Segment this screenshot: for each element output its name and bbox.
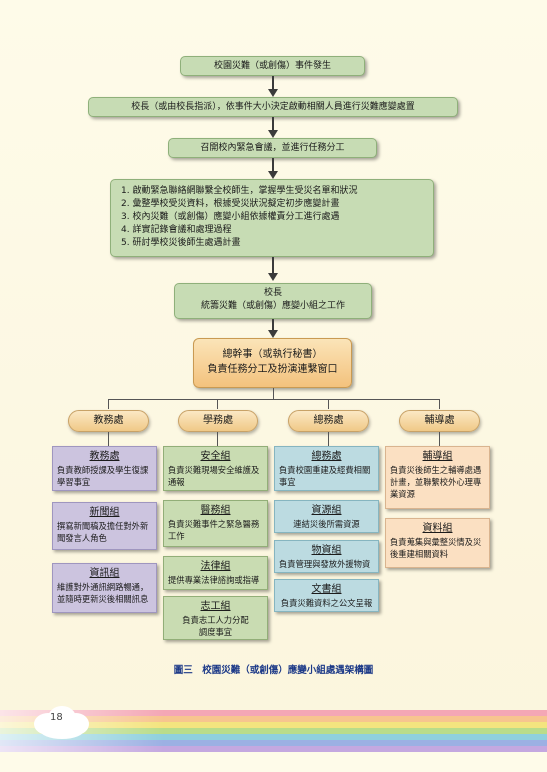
dept-counseling: 輔導處	[399, 410, 480, 432]
flow-step-principal-coordination: 校長 統籌災難（或創傷）應變小組之工作	[174, 283, 372, 319]
group-title: 志工組	[200, 601, 231, 612]
group-desc: 負責災後師生之輔導處遇計畫，並聯繫校外心理專業資源	[390, 465, 482, 499]
group-medical: 醫務組 負責災難事件之緊急醫務工作	[163, 500, 268, 547]
group-safety: 安全組 負責災難現場安全維護及通報	[163, 446, 268, 491]
arrow-line-3	[272, 158, 274, 172]
group-title: 資訊組	[89, 568, 120, 579]
general-secretary-title: 總幹事（或執行秘書）	[222, 349, 323, 360]
general-secretary-box: 總幹事（或執行秘書） 負責任務分工及扮演連繫窗口	[193, 338, 352, 388]
rainbow-footer	[0, 706, 547, 772]
group-data: 資料組 負責蒐集與彙整災情及災後重建相關資料	[385, 518, 490, 568]
group-title: 資料組	[422, 523, 453, 534]
arrow-head-1	[268, 89, 278, 97]
action-item-3: 3. 校內災難（或創傷）應變小組依據權責分工進行處遇	[121, 212, 340, 222]
group-desc: 負責管理與發放外援物資	[279, 559, 371, 569]
flow-step-principal-decision: 校長（或由校長指派），依事件大小決定啟動相關人員進行災難應變處置	[88, 97, 458, 117]
flow-step-action-list: 1. 啟動緊急聯絡網聯繫全校師生，掌握學生受災名單和狀況 2. 彙整學校受災資料…	[110, 179, 434, 257]
group-title: 資源組	[311, 505, 342, 516]
group-title: 文書組	[311, 584, 342, 595]
connector-dept-4	[439, 399, 440, 409]
group-title: 教務處	[89, 451, 120, 462]
connector-dept-2	[217, 399, 218, 409]
connector-dept-3	[328, 399, 329, 409]
group-academic-affairs: 教務處 負責教師授課及學生復課學習事宜	[52, 446, 157, 491]
group-volunteer: 志工組 負責志工人力分配調度事宜	[163, 596, 268, 640]
arrow-head-2	[268, 130, 278, 138]
dept-student-affairs: 學務處	[178, 410, 258, 432]
group-title: 法律組	[200, 561, 231, 572]
group-press: 新聞組 撰寫新聞稿及擔任對外新聞發言人角色	[52, 502, 157, 550]
arrow-line-1	[272, 76, 274, 90]
group-information: 資訊組 維護對外通訊網路暢通，並隨時更新災後相關訊息	[52, 563, 157, 613]
group-general-affairs: 總務處 負責校園重建及經費相關事宜	[274, 446, 379, 491]
group-legal: 法律組 提供專業法律諮詢或指導	[163, 556, 268, 590]
arrow-head-4	[268, 273, 278, 281]
group-desc: 負責災難事件之緊急醫務工作	[168, 519, 260, 541]
dept-general-affairs: 總務處	[288, 410, 369, 432]
group-desc: 負責志工人力分配調度事宜	[182, 615, 249, 637]
principal-title: 校長	[263, 288, 282, 298]
group-documents: 文書組 負責災難資料之公文呈報	[274, 579, 379, 612]
group-counseling: 輔導組 負責災後師生之輔導處遇計畫，並聯繫校外心理專業資源	[385, 446, 490, 509]
connector-col4	[439, 432, 440, 446]
group-supplies: 物資組 負責管理與發放外援物資	[274, 540, 379, 573]
group-desc: 負責災難現場安全維護及通報	[168, 465, 260, 487]
connector-core-down	[273, 388, 274, 399]
group-resources: 資源組 連結災後所需資源	[274, 500, 379, 533]
principal-role: 統籌災難（或創傷）應變小組之工作	[200, 301, 345, 311]
arrow-line-4	[272, 257, 274, 274]
figure-caption: 圖三 校園災難（或創傷）應變小組處遇架構圖	[173, 665, 374, 676]
connector-dept-1	[108, 399, 109, 409]
group-desc: 負責災難資料之公文呈報	[280, 598, 373, 608]
page-number: 18	[50, 712, 63, 723]
group-desc: 撰寫新聞稿及擔任對外新聞發言人角色	[57, 521, 149, 543]
arrow-head-5	[268, 330, 278, 338]
group-title: 總務處	[311, 451, 342, 462]
arrow-head-3	[268, 171, 278, 179]
action-item-2: 2. 彙整學校受災資料，根據受災狀況擬定初步應變計畫	[121, 199, 340, 209]
action-item-1: 1. 啟動緊急聯絡網聯繫全校師生，掌握學生受災名單和狀況	[121, 186, 358, 196]
flow-step-emergency-meeting: 召開校內緊急會議，並進行任務分工	[168, 138, 377, 158]
group-desc: 負責校園重建及經費相關事宜	[279, 465, 371, 487]
group-desc: 負責教師授課及學生復課學習事宜	[57, 465, 149, 487]
group-title: 輔導組	[422, 451, 453, 462]
group-title: 醫務組	[200, 505, 231, 516]
group-desc: 維護對外通訊網路暢通，並隨時更新災後相關訊息	[57, 582, 149, 604]
connector-col1	[108, 432, 109, 446]
general-secretary-role: 負責任務分工及扮演連繫窗口	[207, 364, 338, 375]
group-desc: 連結災後所需資源	[293, 519, 360, 529]
arrow-line-5	[272, 319, 274, 331]
dept-academic-affairs: 教務處	[68, 410, 149, 432]
group-title: 新聞組	[89, 507, 120, 518]
arrow-line-2	[272, 117, 274, 131]
group-title: 物資組	[311, 545, 342, 556]
connector-dept-bar	[108, 399, 439, 400]
group-desc: 負責蒐集與彙整災情及災後重建相關資料	[390, 537, 482, 559]
cloud-icon	[34, 706, 89, 739]
group-title: 安全組	[200, 451, 231, 462]
connector-col3	[328, 432, 329, 446]
action-item-5: 5. 研討學校災後師生處遇計畫	[121, 238, 241, 248]
group-desc: 提供專業法律諮詢或指導	[168, 575, 260, 585]
flow-step-incident: 校園災難（或創傷）事件發生	[180, 56, 365, 76]
connector-col2	[217, 432, 218, 446]
action-item-4: 4. 詳實記錄會議和處理過程	[121, 225, 232, 235]
